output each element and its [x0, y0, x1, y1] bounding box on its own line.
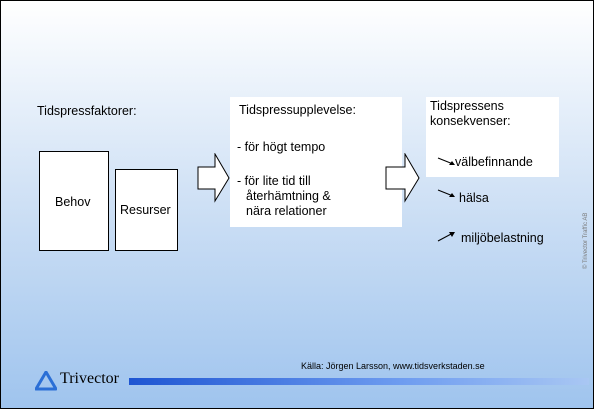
consequences-title-line2: konsekvenser: — [430, 114, 511, 128]
trend-arrow-down-icon — [437, 157, 455, 165]
trend-arrow-up-icon — [437, 232, 455, 242]
consequence-miljobelastning: miljöbelastning — [461, 231, 544, 245]
right-arrow-2-icon — [385, 153, 420, 203]
source-citation: Källa: Jörgen Larsson, www.tidsverkstade… — [301, 361, 485, 371]
experience-item-time-line1: - för lite tid till — [237, 174, 311, 188]
consequence-halsa: hälsa — [459, 191, 489, 205]
consequence-valbefinnande: välbefinnande — [455, 155, 533, 169]
trivector-logo-text: Trivector — [60, 370, 119, 387]
experience-item-time-line2: återhämtning & — [246, 189, 331, 203]
factors-title: Tidspressfaktorer: — [37, 104, 137, 118]
consequences-title-line1: Tidspressens — [430, 99, 504, 113]
copyright-text: © Trivector Traffic AB — [583, 212, 589, 269]
experience-title: Tidspressupplevelse: — [239, 103, 356, 117]
right-arrow-1-icon — [197, 153, 230, 203]
footer-bar — [129, 378, 589, 385]
consequences-panel: Tidspressens konsekvenser: — [426, 97, 559, 177]
experience-item-time-line3: nära relationer — [246, 204, 327, 218]
trend-arrow-down-icon — [437, 189, 455, 197]
experience-item-tempo: - för högt tempo — [237, 140, 326, 154]
experience-panel: Tidspressupplevelse: - för högt tempo - … — [230, 97, 402, 227]
behov-label: Behov — [55, 195, 91, 209]
resurser-label: Resurser — [120, 203, 171, 217]
resurser-box: Resurser — [115, 169, 178, 251]
trivector-logo-icon — [35, 371, 57, 391]
behov-box: Behov — [39, 151, 109, 251]
